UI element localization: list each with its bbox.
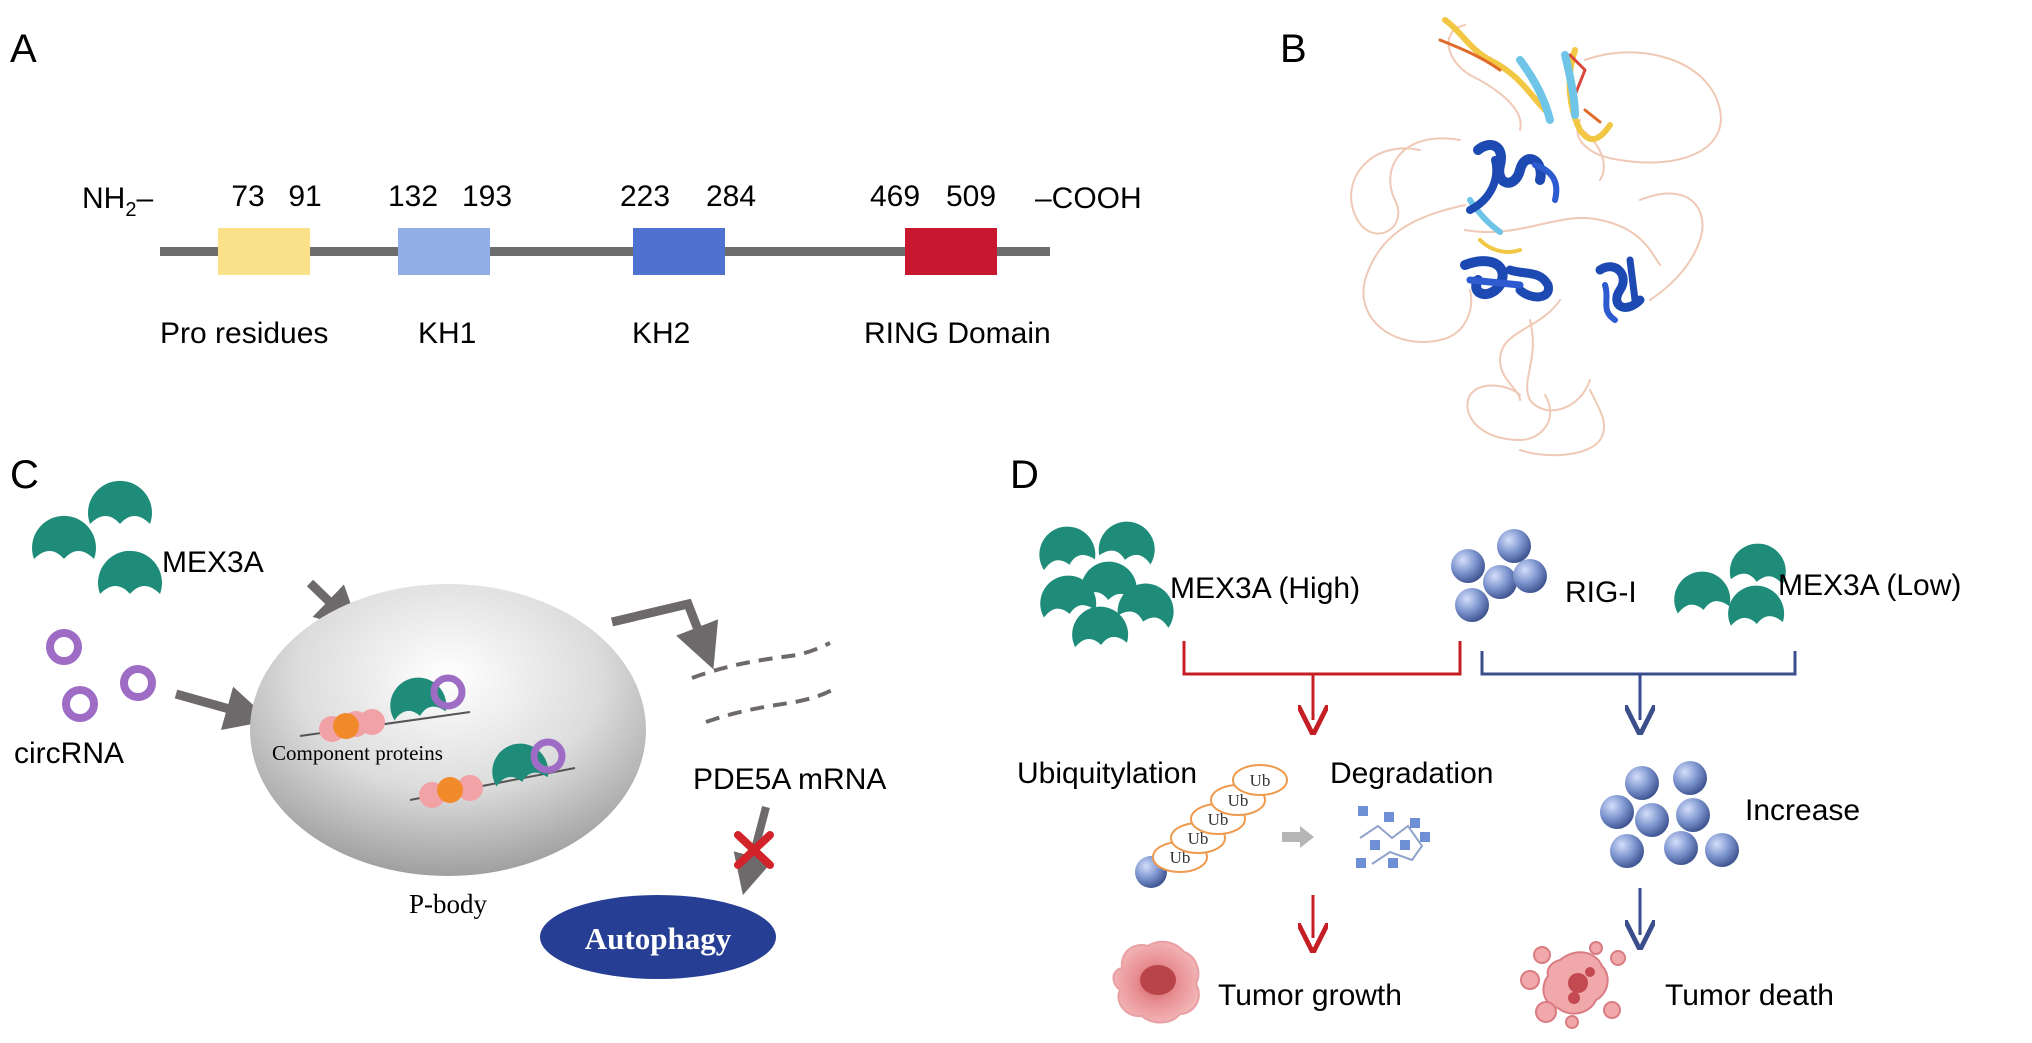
low-pathway-bracket (1480, 651, 1797, 720)
domain-label-kh2: KH2 (632, 317, 690, 350)
n-terminus-label: NH2– (82, 182, 153, 221)
domain-kh2: 223 284 KH2 (620, 180, 756, 350)
pbody-to-mrna-arrow (610, 598, 719, 670)
degraded-fragments-icon (1356, 806, 1430, 868)
circrna-ring (120, 665, 156, 701)
domain-label-kh1: KH1 (418, 317, 476, 350)
domain-start-kh1: 132 (388, 180, 438, 213)
mex3a-molecule (31, 515, 96, 559)
inhibition-cross-icon (734, 831, 774, 869)
mrna-to-autophagy-arrow (733, 805, 773, 896)
circrna-ring (46, 629, 82, 665)
mex3a-molecules (31, 480, 162, 594)
panel-d: D MEX3A (High) RIG-I MEX3A (Low) (1010, 453, 1961, 1029)
tumor-death-label: Tumor death (1665, 979, 1834, 1012)
p-body-complex-lower (409, 738, 576, 808)
circrna-ring (62, 686, 98, 722)
autophagy-label: Autophagy (585, 921, 732, 956)
circrna-molecules (46, 629, 156, 722)
rig-i-cluster (1451, 529, 1547, 622)
mrna-strand (691, 641, 831, 680)
domain-end-kh2: 284 (706, 180, 756, 213)
mex3a-low-cluster (1670, 540, 1789, 626)
component-proteins-label: Component proteins (272, 741, 443, 765)
domain-block-kh1 (398, 228, 490, 275)
rig-i-increase-cluster (1600, 761, 1739, 868)
ub-tag: Ub (1228, 791, 1249, 810)
domain-label-pro: Pro residues (160, 317, 328, 350)
mex3a-molecule (98, 550, 162, 594)
ub-tag: Ub (1188, 829, 1209, 848)
domain-start-ring: 469 (870, 180, 920, 213)
domain-block-pro (218, 228, 310, 275)
to-degradation-arrow (1282, 826, 1314, 848)
ub-tag: Ub (1208, 810, 1229, 829)
p-body (250, 584, 646, 876)
ubiquitin-chain: Ub Ub Ub Ub Ub (1135, 764, 1288, 888)
mex3a-arrow (306, 579, 361, 632)
ub-tag: Ub (1250, 771, 1271, 790)
panel-b-letter: B (1280, 27, 1307, 71)
ub-tag: Ub (1170, 848, 1191, 867)
protein-backbone (160, 247, 1050, 256)
domain-start-pro: 73 (231, 180, 264, 213)
panel-a: A NH2– –COOH 73 91 Pro residues 132 193 … (10, 27, 1142, 350)
degradation-label: Degradation (1330, 757, 1493, 790)
domain-end-ring: 509 (946, 180, 996, 213)
panel-d-letter: D (1010, 453, 1039, 497)
domain-end-kh1: 193 (462, 180, 512, 213)
domain-pro-residues: 73 91 Pro residues (160, 180, 328, 350)
domain-kh1: 132 193 KH1 (388, 180, 512, 350)
protein-structure-image (1350, 17, 1722, 457)
domain-end-pro: 91 (288, 180, 321, 213)
increase-label: Increase (1745, 794, 1860, 827)
mex3a-label: MEX3A (162, 546, 264, 579)
panel-b: B (1280, 17, 1722, 457)
circrna-label: circRNA (14, 737, 124, 770)
domain-block-ring (905, 228, 997, 275)
domain-ring: 469 509 RING Domain (864, 180, 1051, 350)
mex3a-high-label: MEX3A (High) (1170, 572, 1360, 605)
mex3a-low-label: MEX3A (Low) (1778, 569, 1961, 602)
mex3a-molecule (88, 480, 152, 524)
p-body-label: P-body (409, 889, 488, 919)
ub-tag-oval (1232, 764, 1288, 796)
domain-label-ring: RING Domain (864, 317, 1051, 350)
autophagy-node (540, 895, 776, 979)
c-terminus-label: –COOH (1035, 182, 1142, 215)
pde5a-mrna-label: PDE5A mRNA (693, 763, 886, 796)
domain-block-kh2 (633, 228, 725, 275)
circrna-arrow (174, 686, 271, 731)
panel-c: C MEX3A circRNA Component pr (10, 453, 886, 979)
dying-tumor-icon (1520, 941, 1626, 1029)
tumor-cell-icon (1112, 940, 1200, 1024)
rig-i-label: RIG-I (1565, 576, 1637, 609)
panel-c-letter: C (10, 453, 39, 497)
tumor-growth-label: Tumor growth (1218, 979, 1402, 1012)
mex3a-high-cluster (1034, 517, 1180, 648)
domain-start-kh2: 223 (620, 180, 670, 213)
mrna-strand (705, 686, 837, 724)
panel-a-letter: A (10, 27, 37, 71)
high-pathway-bracket (1182, 641, 1462, 720)
p-body-complex-upper (299, 673, 471, 742)
ubiquitylation-label: Ubiquitylation (1017, 757, 1197, 790)
